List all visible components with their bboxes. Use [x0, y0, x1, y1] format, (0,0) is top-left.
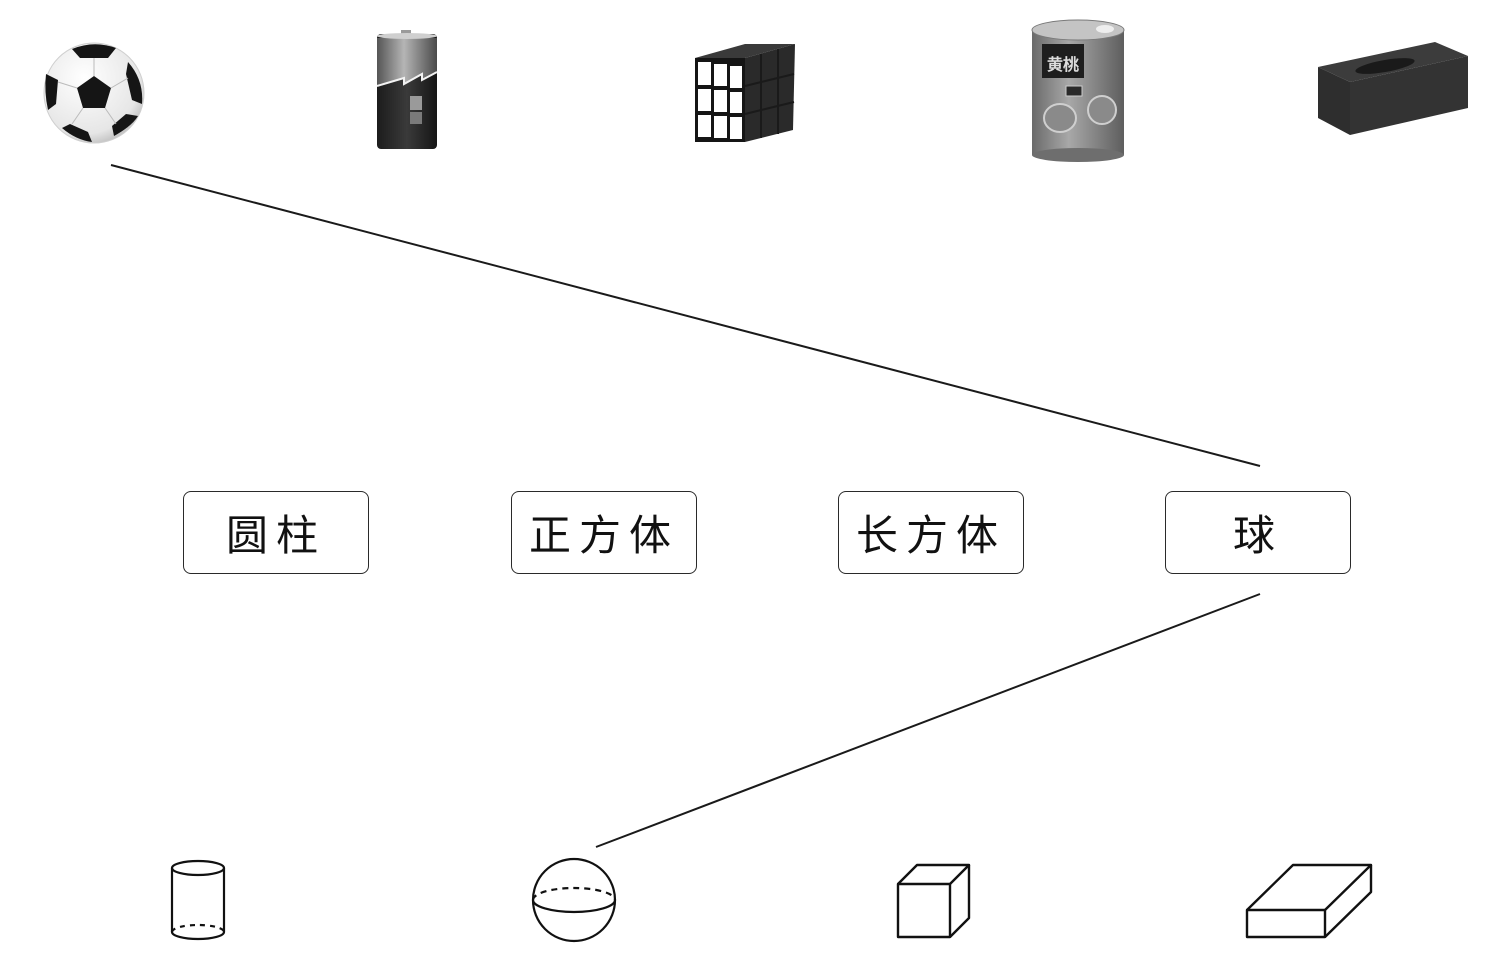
cuboid-figure[interactable]: [1245, 863, 1373, 939]
connection-line-ball-to-sphere-label: [110, 164, 1261, 467]
sphere-figure[interactable]: [531, 857, 617, 943]
cylinder-figure[interactable]: [170, 859, 226, 941]
peach-can-image[interactable]: 黄桃: [1031, 19, 1125, 162]
label-text-cylinder: 圆柱: [225, 511, 326, 560]
connection-line-sphere-label-to-sphere-figure: [595, 593, 1261, 848]
label-text-sphere: 球: [1232, 511, 1283, 560]
label-box-cylinder[interactable]: 圆柱: [183, 491, 369, 574]
tissue-box-image[interactable]: [1318, 42, 1468, 135]
soccer-ball-image[interactable]: [43, 42, 145, 144]
cube-white-face: [698, 62, 742, 139]
label-text-cube: 正方体: [528, 511, 679, 560]
label-box-cuboid[interactable]: 长方体: [838, 491, 1024, 574]
cube-figure[interactable]: [896, 863, 971, 939]
label-text-cuboid: 长方体: [855, 511, 1006, 560]
can-label-text: 黄桃: [1047, 55, 1079, 74]
label-box-cube[interactable]: 正方体: [511, 491, 697, 574]
label-box-sphere[interactable]: 球: [1165, 491, 1351, 574]
battery-image[interactable]: [376, 30, 438, 149]
rubiks-cube-image[interactable]: [695, 44, 795, 142]
